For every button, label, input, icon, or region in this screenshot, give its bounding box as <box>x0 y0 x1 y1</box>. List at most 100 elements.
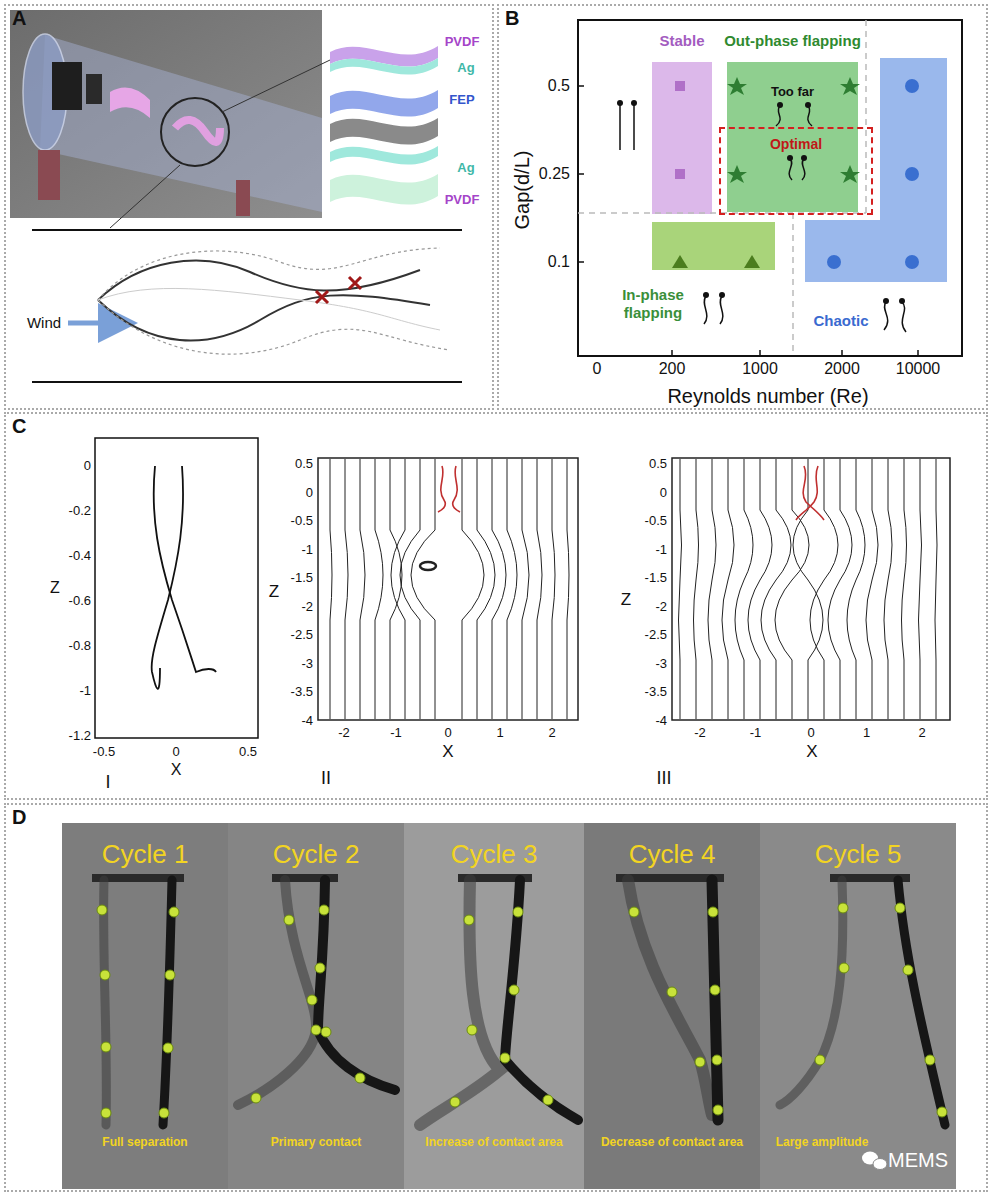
axis-tick: -2.5 <box>645 628 667 643</box>
axis-tick: 0.5 <box>649 457 667 472</box>
axis-tick: -2 <box>694 726 706 741</box>
panel-letter: B <box>505 6 535 30</box>
regime-note: Too far <box>727 84 858 100</box>
axis-tick: -3.5 <box>645 685 667 700</box>
cycle-title: Cycle 1 <box>62 839 228 870</box>
cycle-title: Cycle 5 <box>760 839 956 870</box>
axis-tick: -0.4 <box>69 549 91 564</box>
axis-tick: 2000 <box>824 360 860 378</box>
cycle-title: Cycle 2 <box>228 839 404 870</box>
axis-tick: -0.5 <box>645 514 667 529</box>
regime-map <box>578 20 962 356</box>
regime-label: Chaotic <box>805 312 877 330</box>
axis-tick: -0.2 <box>69 504 91 519</box>
figure-panel: BStableOut-phase flappingToo farOptimalI… <box>497 4 988 410</box>
axis-tick: 0 <box>306 485 313 500</box>
axis-tick: 1 <box>496 726 503 741</box>
axis-tick: -1.5 <box>291 571 313 586</box>
streamline-plot <box>318 458 578 720</box>
axis-tick: 200 <box>659 360 686 378</box>
device-render <box>10 10 330 228</box>
flag-sketch <box>32 230 462 382</box>
regime-band: Stable <box>652 62 712 214</box>
figure-panel: A <box>4 4 494 410</box>
axis-tick: -3 <box>655 656 667 671</box>
axis-tick: 0.1 <box>548 253 570 271</box>
watermark: MEMS <box>888 1149 948 1172</box>
axis-title: X <box>171 761 182 779</box>
axis-tick: 1000 <box>742 360 778 378</box>
regime-band: In-phase flapping <box>652 222 775 270</box>
axis-tick: -2.5 <box>291 628 313 643</box>
axis-tick: -0.8 <box>69 639 91 654</box>
axis-title: Gap(d/L) <box>511 151 534 230</box>
axis-title: Reynolds number (Re) <box>667 385 868 408</box>
axis-title: Z <box>269 582 279 602</box>
subplot-numeral: II <box>321 768 331 789</box>
flap-profile-plot <box>95 438 258 738</box>
flow-label: Wind <box>27 314 61 331</box>
axis-tick: 10000 <box>896 360 941 378</box>
figure-panel: C <box>4 412 988 800</box>
axis-title: Z <box>50 579 60 597</box>
figure-panel: D Cycle 1 Full separationCycle 2Primary co… <box>4 803 988 1192</box>
layer-label: Ag <box>457 61 474 76</box>
photo-caption: Large amplitude <box>766 1135 878 1149</box>
axis-tick: 0 <box>660 485 667 500</box>
axis-tick: -2 <box>301 599 313 614</box>
axis-tick: -0.5 <box>291 514 313 529</box>
axis-tick: -2 <box>655 599 667 614</box>
photo-frame: Cycle 1 Full separation <box>62 823 228 1189</box>
photo-frame: Cycle 2Primary contact <box>228 823 404 1189</box>
regime-band: Out-phase flappingToo farOptimal <box>727 62 858 212</box>
axis-tick: -1 <box>655 542 667 557</box>
streamline-plot <box>672 458 950 720</box>
axis-tick: -0.5 <box>93 745 115 760</box>
axis-tick: 0.5 <box>295 457 313 472</box>
regime-label: Out-phase flapping <box>707 32 878 50</box>
photo-caption: Full separation <box>62 1135 228 1149</box>
photo-frame: Cycle 4 Decrease of contact area <box>584 823 760 1189</box>
subplot-numeral: I <box>105 772 110 793</box>
axis-tick: 1 <box>863 726 870 741</box>
axis-tick: -1 <box>390 726 402 741</box>
axis-tick: 0.5 <box>239 745 257 760</box>
axis-tick: 0 <box>593 360 602 378</box>
axis-tick: -0.6 <box>69 594 91 609</box>
regime-label: Stable <box>632 32 732 50</box>
layer-label: PVDF <box>445 35 480 50</box>
layer-stack <box>330 46 438 205</box>
layer-label: FEP <box>449 93 474 108</box>
subplot-numeral: III <box>656 768 671 789</box>
axis-tick: -4 <box>301 713 313 728</box>
axis-tick: -1.2 <box>69 729 91 744</box>
regime-note: Optimal <box>720 136 872 153</box>
axis-tick: 0 <box>444 726 451 741</box>
layer-label: PVDF <box>445 193 480 208</box>
cycle-title: Cycle 4 <box>584 839 760 870</box>
axis-title: X <box>442 742 453 762</box>
photo-frame: Cycle 5 Large amplitude <box>760 823 956 1189</box>
axis-tick: 0.25 <box>539 165 570 183</box>
axis-tick: -3.5 <box>291 685 313 700</box>
photo-sequence <box>62 823 956 1189</box>
axis-title: X <box>806 742 817 762</box>
photo-caption: Increase of contact area <box>404 1135 584 1149</box>
axis-tick: 0 <box>84 459 91 474</box>
axis-tick: -3 <box>301 656 313 671</box>
axis-tick: -4 <box>655 713 667 728</box>
axis-tick: -2 <box>338 726 350 741</box>
axis-title: Z <box>621 590 631 610</box>
layer-label: Ag <box>457 161 474 176</box>
axis-tick: -1.5 <box>645 571 667 586</box>
axis-tick: -1 <box>301 542 313 557</box>
regime-label: In-phase flapping <box>612 286 694 322</box>
axis-tick: -1 <box>79 684 91 699</box>
cycle-title: Cycle 3 <box>404 839 584 870</box>
axis-tick: -1 <box>750 726 762 741</box>
photo-caption: Decrease of contact area <box>584 1135 760 1149</box>
axis-tick: 0 <box>807 726 814 741</box>
panel-letter: D <box>12 805 42 829</box>
